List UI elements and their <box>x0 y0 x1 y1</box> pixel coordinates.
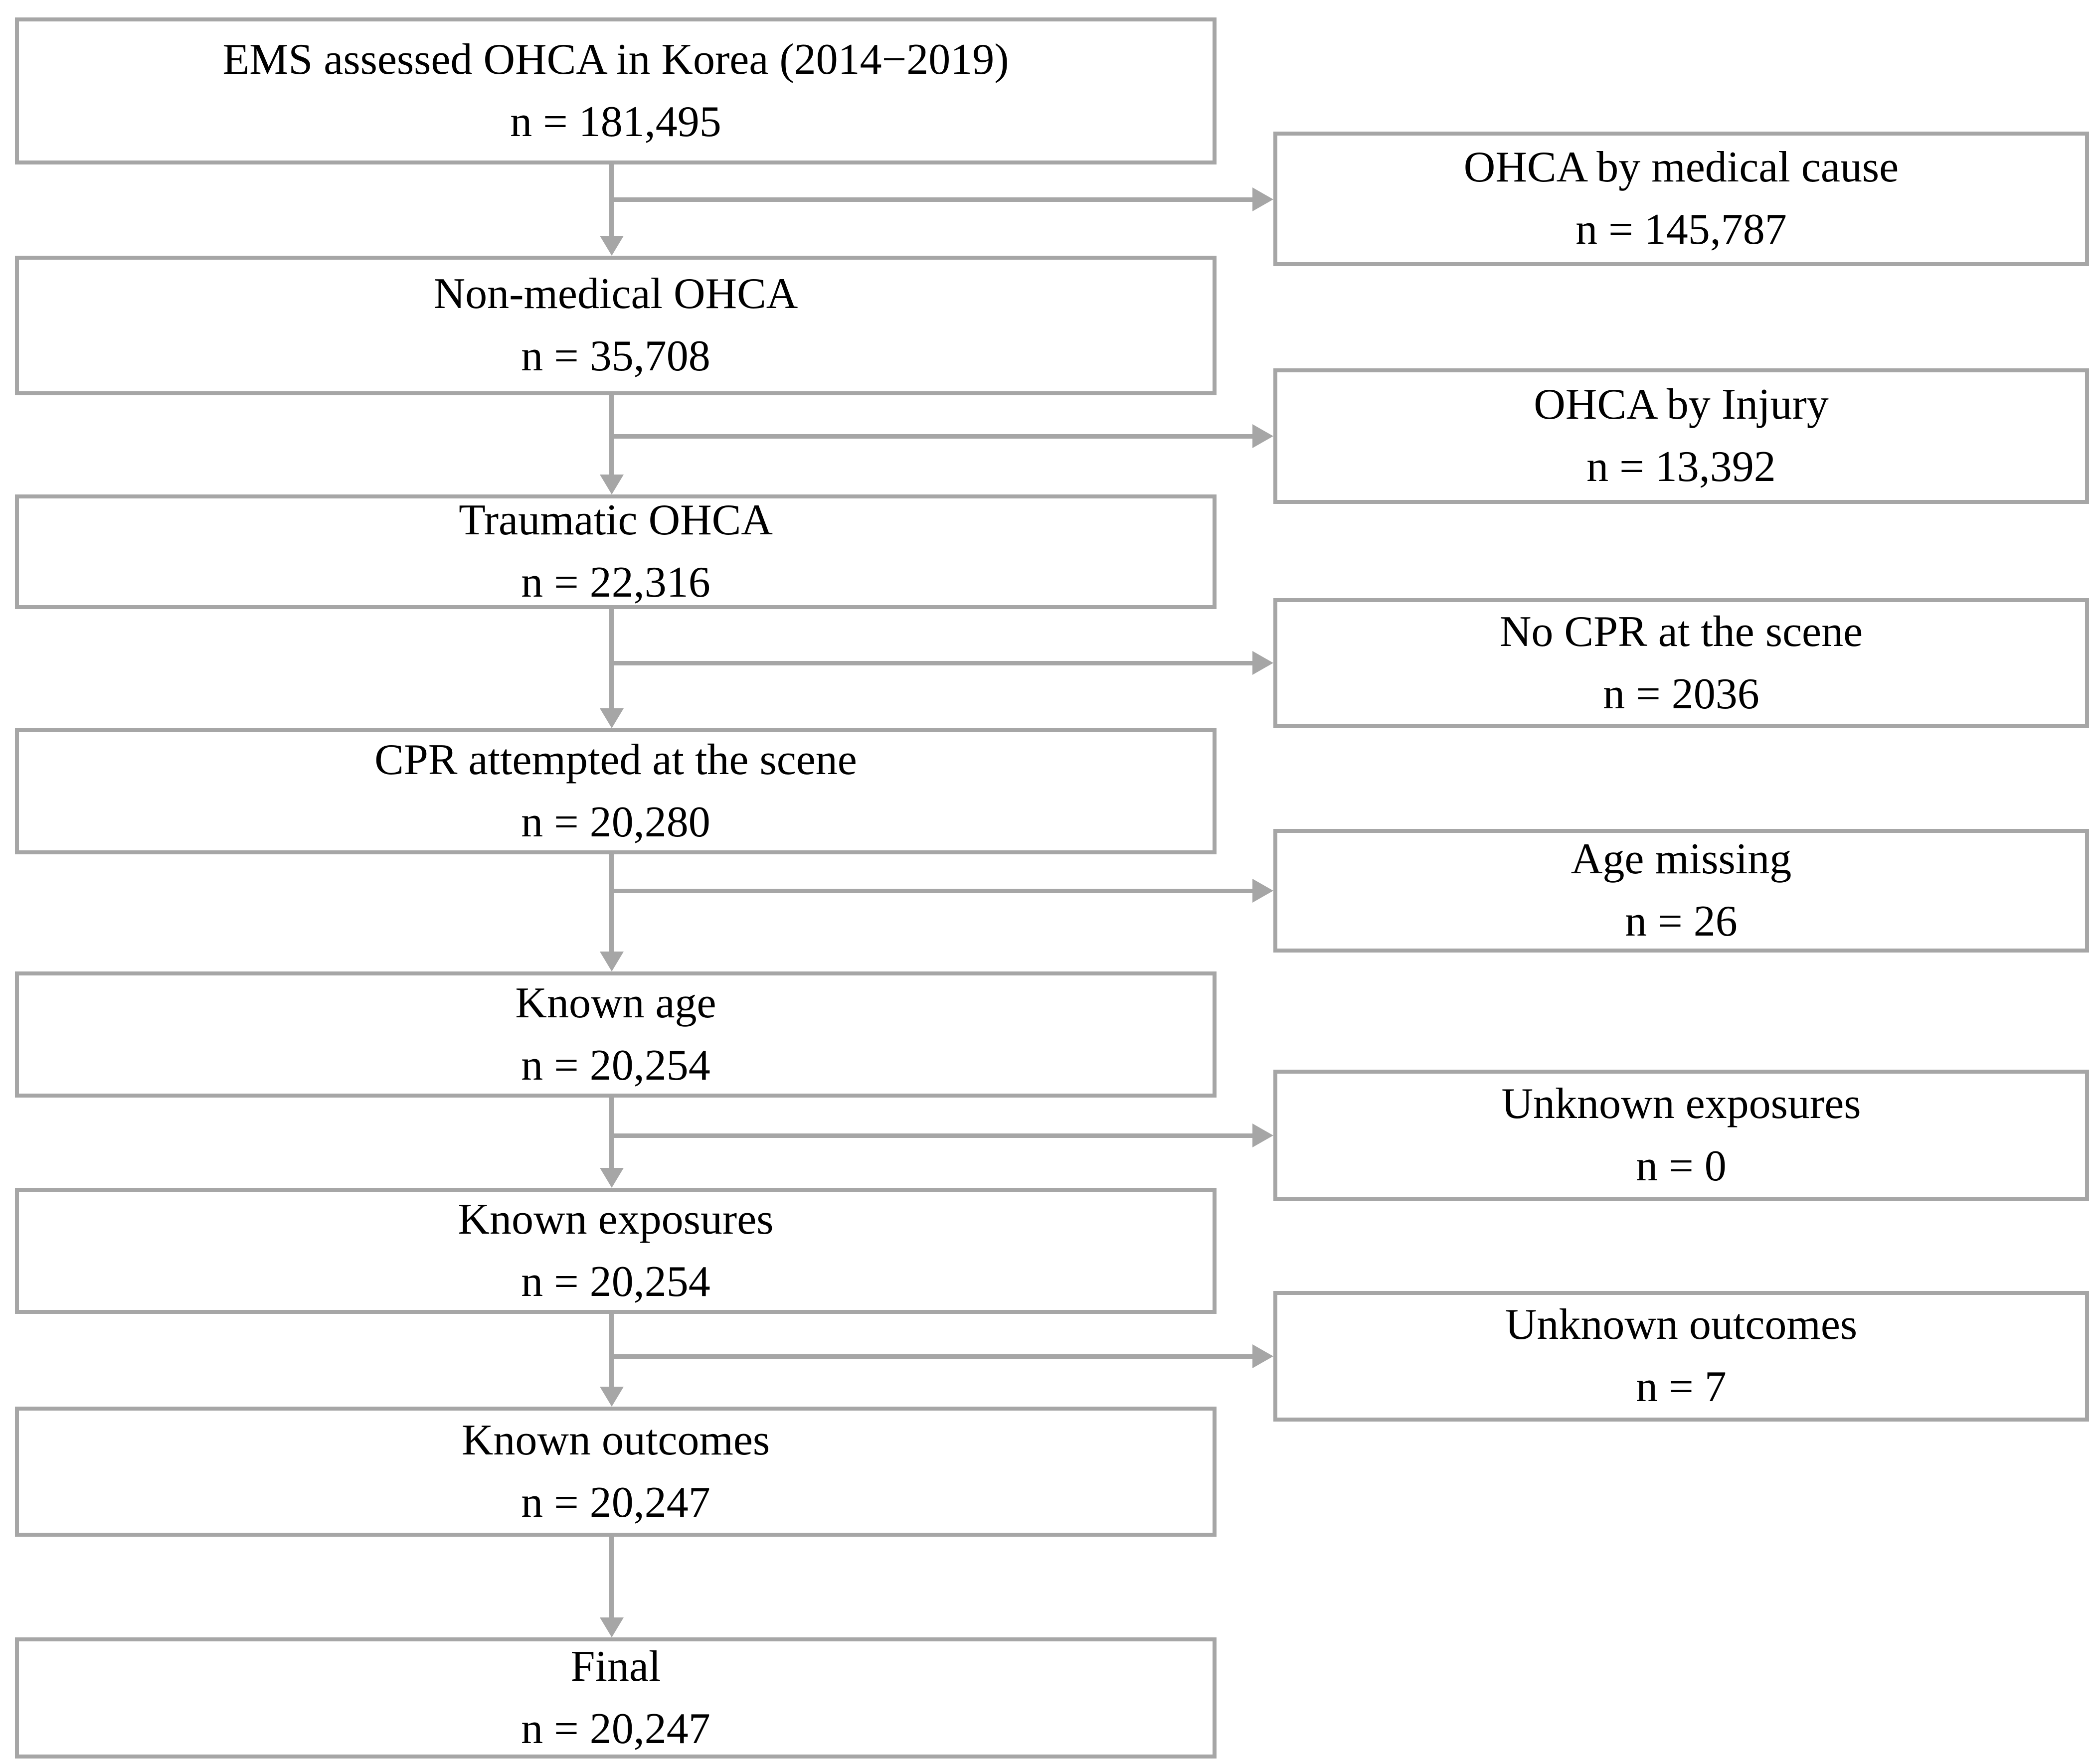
flow-box-age-missing: Age missing n = 26 <box>1273 829 2089 953</box>
box-label: Age missing <box>1571 835 1792 884</box>
box-label: Known exposures <box>458 1195 774 1244</box>
arrowhead-down-7 <box>600 1617 624 1637</box>
arrowhead-right-3 <box>1252 651 1273 675</box>
flow-box-unknown-exposures: Unknown exposures n = 0 <box>1273 1070 2089 1201</box>
flow-box-final: Final n = 20,247 <box>15 1637 1217 1759</box>
flow-box-cpr-attempted: CPR attempted at the scene n = 20,280 <box>15 728 1217 854</box>
connector-line-7 <box>609 1537 614 1619</box>
box-n-value: n = 20,254 <box>521 1257 710 1306</box>
box-label: Unknown outcomes <box>1505 1300 1858 1349</box>
flow-box-ohca-by-injury: OHCA by Injury n = 13,392 <box>1273 368 2089 504</box>
box-n-value: n = 35,708 <box>521 332 710 380</box>
flow-box-unknown-outcomes: Unknown outcomes n = 7 <box>1273 1291 2089 1422</box>
box-label: OHCA by medical cause <box>1463 143 1899 192</box>
connector-line-4 <box>609 854 614 954</box>
box-label: No CPR at the scene <box>1499 607 1863 656</box>
arrowhead-down-4 <box>600 952 624 971</box>
connector-line-6 <box>609 1314 614 1389</box>
arrowhead-down-5 <box>600 1168 624 1188</box>
box-n-value: n = 2036 <box>1603 669 1759 718</box>
flow-box-known-exposures: Known exposures n = 20,254 <box>15 1188 1217 1314</box>
branch-line-4 <box>609 889 1255 893</box>
box-n-value: n = 26 <box>1625 897 1738 946</box>
arrowhead-right-6 <box>1252 1344 1273 1368</box>
branch-line-5 <box>609 1133 1255 1138</box>
flow-box-known-age: Known age n = 20,254 <box>15 971 1217 1098</box>
box-n-value: n = 22,316 <box>521 558 710 607</box>
arrowhead-down-2 <box>600 475 624 494</box>
box-label: Unknown exposures <box>1501 1080 1861 1128</box>
flow-box-non-medical-ohca: Non-medical OHCA n = 35,708 <box>15 256 1217 395</box>
arrowhead-down-3 <box>600 708 624 728</box>
box-n-value: n = 0 <box>1636 1142 1727 1190</box>
box-label: Final <box>570 1642 661 1691</box>
flow-box-ohca-medical-cause: OHCA by medical cause n = 145,787 <box>1273 132 2089 266</box>
box-label: Known outcomes <box>461 1416 770 1464</box>
arrowhead-right-4 <box>1252 879 1273 903</box>
box-label: Traumatic OHCA <box>459 496 773 545</box>
box-label: CPR attempted at the scene <box>374 735 857 784</box>
box-label: Non-medical OHCA <box>433 270 798 319</box>
flow-box-ems-assessed-ohca: EMS assessed OHCA in Korea (2014−2019) n… <box>15 17 1217 164</box>
box-n-value: n = 20,280 <box>521 798 710 846</box>
box-n-value: n = 20,247 <box>521 1478 710 1527</box>
branch-line-3 <box>609 661 1255 665</box>
box-n-value: n = 20,247 <box>521 1704 710 1753</box>
branch-line-2 <box>609 434 1255 439</box>
flow-box-known-outcomes: Known outcomes n = 20,247 <box>15 1407 1217 1537</box>
branch-line-1 <box>609 197 1255 202</box>
arrowhead-right-5 <box>1252 1123 1273 1147</box>
flow-box-traumatic-ohca: Traumatic OHCA n = 22,316 <box>15 494 1217 609</box>
arrowhead-right-1 <box>1252 187 1273 211</box>
connector-line-3 <box>609 609 614 710</box>
box-label: OHCA by Injury <box>1534 380 1829 429</box>
box-n-value: n = 181,495 <box>510 97 721 146</box>
box-n-value: n = 145,787 <box>1575 205 1787 254</box>
box-n-value: n = 13,392 <box>1586 443 1776 491</box>
box-label: Known age <box>515 978 716 1027</box>
branch-line-6 <box>609 1354 1255 1359</box>
box-n-value: n = 20,254 <box>521 1041 710 1090</box>
arrowhead-right-2 <box>1252 424 1273 448</box>
arrowhead-down-1 <box>600 236 624 256</box>
flow-box-no-cpr-at-scene: No CPR at the scene n = 2036 <box>1273 598 2089 728</box>
arrowhead-down-6 <box>600 1387 624 1407</box>
box-label: EMS assessed OHCA in Korea (2014−2019) <box>222 35 1009 84</box>
box-n-value: n = 7 <box>1636 1363 1727 1411</box>
